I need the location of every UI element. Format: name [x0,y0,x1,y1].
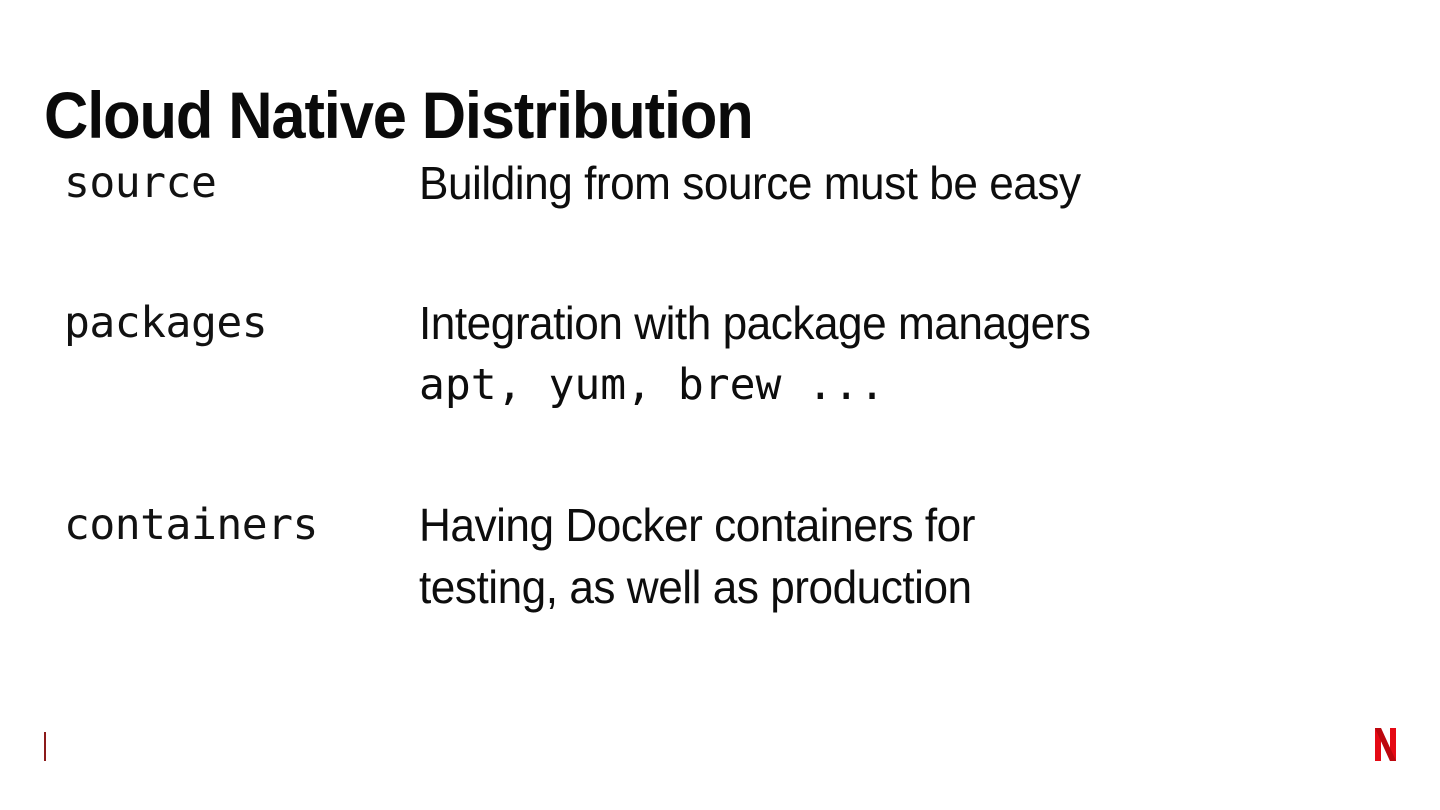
description-packages: Integration with package managers apt, y… [419,292,1440,416]
description-line-code: apt, yum, brew ... [419,360,885,410]
term-containers: containers [64,500,318,550]
description-line: testing, as well as production [419,561,972,613]
description-line: Having Docker containers for [419,499,975,551]
list-item: containers Having Docker containers for … [0,494,1440,618]
list-item: source Building from source must be easy [0,152,1440,214]
footer-accent-bar [44,732,46,761]
term-source: source [64,158,217,208]
page-title: Cloud Native Distribution [44,78,754,153]
term-packages: packages [64,298,268,348]
list-item: packages Integration with package manage… [0,292,1440,416]
description-line: Building from source must be easy [419,157,1081,209]
description-source: Building from source must be easy [419,152,1440,214]
definition-list: source Building from source must be easy… [0,152,1440,618]
netflix-n-logo [1375,728,1396,761]
description-containers: Having Docker containers for testing, as… [419,494,1440,618]
description-line: Integration with package managers [419,297,1091,349]
